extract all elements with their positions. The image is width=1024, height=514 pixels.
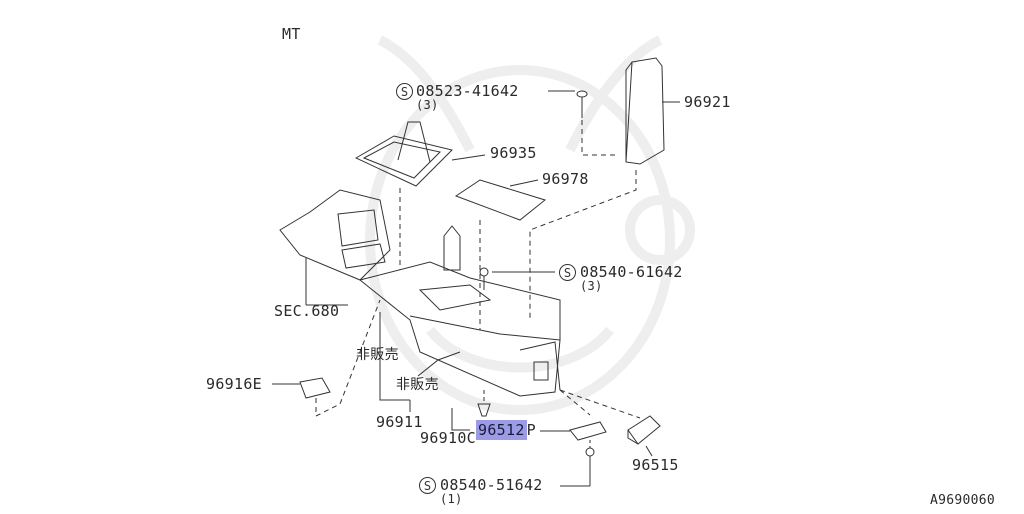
screw-08540-61642 xyxy=(479,267,555,290)
part-label-96978[interactable]: 96978 xyxy=(542,170,589,188)
screw1-code[interactable]: 08523-41642 xyxy=(416,82,519,100)
screw-symbol-icon: S xyxy=(396,83,413,100)
part-label-96515[interactable]: 96515 xyxy=(632,456,679,474)
part-96916e xyxy=(272,299,381,417)
part-label-96921[interactable]: 96921 xyxy=(684,93,731,111)
screw-symbol-icon: S xyxy=(419,477,436,494)
diagram-id: A9690060 xyxy=(930,493,996,508)
variant-label: MT xyxy=(282,25,301,43)
screw1-qty: (3) xyxy=(416,98,439,112)
screw-08540-51642 xyxy=(560,440,595,487)
watermark-emblem xyxy=(365,35,695,415)
screw-08523 xyxy=(548,90,588,118)
screw3-code[interactable]: 08540-51642 xyxy=(440,476,543,494)
part-96512p xyxy=(540,389,607,441)
part-label-96911[interactable]: 96911 xyxy=(376,413,423,431)
part-label-96935[interactable]: 96935 xyxy=(490,144,537,162)
not-for-sale-label-2: 非販売 xyxy=(396,377,439,393)
part-96921-lid xyxy=(625,57,680,165)
screw2-qty: (3) xyxy=(580,279,603,293)
sec680-console xyxy=(279,189,391,306)
console-body xyxy=(358,225,561,397)
part-96978-pad xyxy=(454,179,547,221)
part-96910c xyxy=(451,390,491,431)
part-96935-boot xyxy=(354,121,486,187)
part-suffix: P xyxy=(526,421,536,439)
screw2-code[interactable]: 08540-61642 xyxy=(580,263,683,281)
part-96515 xyxy=(559,389,661,457)
screw-symbol-icon: S xyxy=(559,264,576,281)
highlighted-part-number[interactable]: 96512 xyxy=(476,420,527,440)
part-label-96910c[interactable]: 96910C xyxy=(420,429,476,447)
sec680-label[interactable]: SEC.680 xyxy=(274,302,340,320)
screw3-qty: (1) xyxy=(440,492,463,506)
part-label-96916e[interactable]: 96916E xyxy=(206,375,262,393)
not-for-sale-label-1: 非販売 xyxy=(356,347,399,363)
